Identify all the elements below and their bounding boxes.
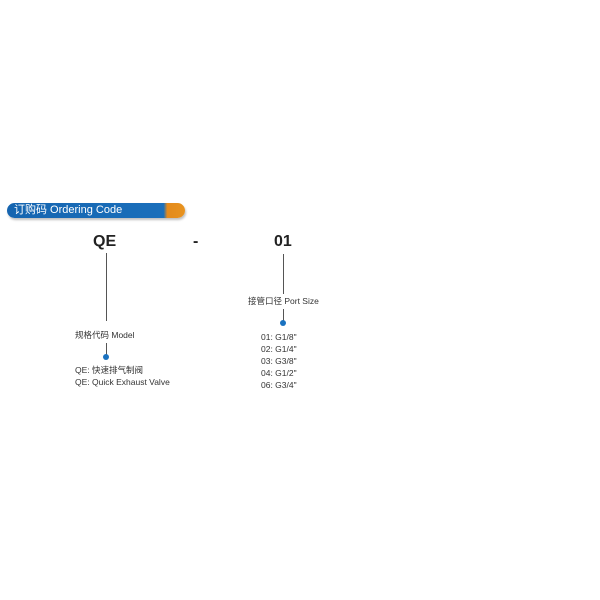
port-code: 01 xyxy=(274,233,292,250)
port-option: 06: G3/4" xyxy=(261,380,297,390)
port-size-label: 接管口径 Port Size xyxy=(248,296,319,306)
port-option: 04: G1/2" xyxy=(261,368,297,378)
model-dot xyxy=(103,354,109,360)
ordering-code-banner: 订购码 Ordering Code xyxy=(7,203,185,218)
port-connector-line xyxy=(283,254,284,294)
model-option: QE: Quick Exhaust Valve xyxy=(75,377,170,387)
model-connector-line xyxy=(106,253,107,321)
model-label: 规格代码 Model xyxy=(75,330,135,340)
banner-title: 订购码 Ordering Code xyxy=(14,204,123,216)
port-dot xyxy=(280,320,286,326)
port-option: 01: G1/8" xyxy=(261,332,297,342)
port-connector-line-2 xyxy=(283,309,284,321)
model-connector-line-2 xyxy=(106,343,107,355)
port-option: 03: G3/8" xyxy=(261,356,297,366)
code-separator: - xyxy=(193,233,199,250)
port-option: 02: G1/4" xyxy=(261,344,297,354)
model-code: QE xyxy=(93,233,117,250)
model-option: QE: 快速排气制阀 xyxy=(75,365,144,375)
